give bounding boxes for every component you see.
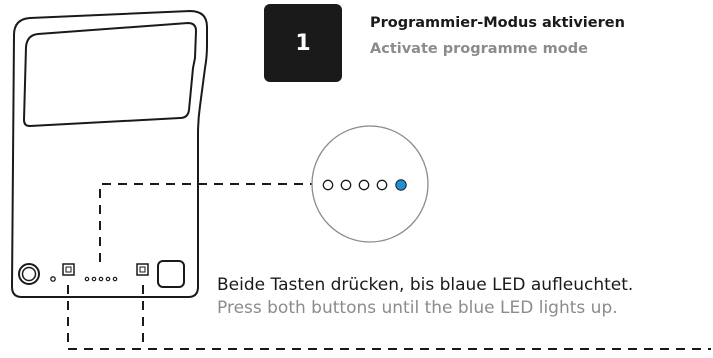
zoom-led-row: [322, 179, 407, 191]
device-square-button: [157, 260, 185, 288]
device-knob: [18, 263, 40, 285]
step-number-badge: 1: [264, 4, 342, 82]
device-button-right: [136, 263, 149, 276]
device-dot: [50, 276, 56, 282]
led-zoom-circle-icon: [311, 125, 429, 243]
device-button-left: [62, 263, 75, 276]
zoom-led: [376, 179, 388, 191]
device-led-row: [84, 276, 118, 282]
instruction-english: Press both buttons until the blue LED li…: [217, 298, 618, 318]
zoom-led-active: [395, 179, 407, 191]
device-button-left-inner: [65, 266, 72, 273]
step-number: 1: [295, 30, 311, 56]
device-led: [91, 276, 97, 282]
zoom-led: [322, 179, 334, 191]
step-title-german: Programmier-Modus aktivieren: [370, 15, 625, 31]
instruction-german: Beide Tasten drücken, bis blaue LED aufl…: [217, 275, 634, 295]
led-callout-line: [99, 183, 312, 262]
device-button-right-inner: [139, 266, 146, 273]
device-outline-icon: [10, 9, 208, 298]
device-display-window: [22, 21, 198, 128]
device-led: [112, 276, 118, 282]
device-knob-inner: [21, 266, 37, 282]
device-led: [105, 276, 111, 282]
zoom-led: [340, 179, 352, 191]
device-led: [98, 276, 104, 282]
step-title-english: Activate programme mode: [370, 41, 588, 57]
zoom-led: [358, 179, 370, 191]
device-led: [84, 276, 90, 282]
